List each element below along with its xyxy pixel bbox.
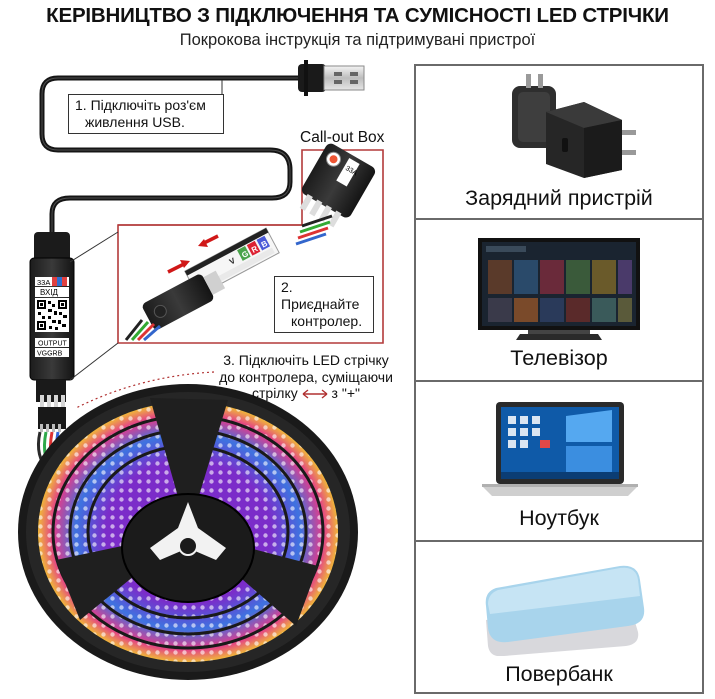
page-subtitle: Покрокова інструкція та підтримувані при… — [179, 31, 536, 49]
step-1-box: 1. Підключіть роз'єм живлення USB. — [68, 94, 224, 134]
step-3-text: 3. Підключіть LED стрічку до контролера,… — [210, 352, 402, 402]
step-3-line-3: стрілку з "+" — [210, 385, 402, 402]
page-title: КЕРІВНИЦТВО З ПІДКЛЮЧЕННЯ ТА СУМІСНОСТІ … — [46, 4, 669, 27]
laptop-icon — [482, 402, 638, 496]
device-label-tv: Телевізор — [510, 346, 608, 370]
device-tv: Телевізор — [416, 220, 702, 382]
device-label-laptop: Ноутбук — [519, 506, 599, 530]
device-charger: Зарядний пристрій — [416, 66, 702, 220]
callout-pin-v: V — [228, 256, 238, 267]
step-3-line-2: до контролера, суміщаючи — [219, 368, 393, 385]
controller-icon: 33A ВХІД OUTPUT VGGRB — [29, 232, 75, 432]
compatible-devices-panel: Зарядний пристрій Те — [414, 64, 704, 694]
charger-icon — [512, 74, 636, 178]
controller-pins-label: VGGRB — [37, 351, 63, 358]
connection-diagram: 33A ВХІД OUTPUT VGGRB — [18, 60, 384, 680]
controller-input-label: ВХІД — [40, 288, 59, 297]
device-label-charger: Зарядний пристрій — [465, 186, 653, 210]
controller-output-label: OUTPUT — [38, 341, 68, 348]
step-1-line-2: живлення USB. — [85, 114, 185, 130]
step-3-line-3-prefix: стрілку — [252, 385, 298, 401]
tv-icon — [478, 238, 640, 340]
callout-pin-g: G — [240, 249, 250, 260]
double-arrow-icon — [302, 389, 328, 399]
step-3-line-3-suffix: з "+" — [331, 385, 360, 401]
device-powerbank: Повербанк — [416, 542, 702, 692]
powerbank-icon — [485, 565, 645, 656]
step-2-line-1: 2. Приєднайте — [281, 279, 360, 312]
step-2-box: 2. Приєднайте контролер. — [274, 276, 374, 333]
callout-pin-r: R — [250, 244, 260, 255]
step-3-line-1: 3. Підключіть LED стрічку — [223, 352, 389, 368]
step-1-line-1: 1. Підключіть роз'єм — [75, 97, 206, 113]
usb-plug-icon — [298, 60, 365, 96]
device-label-powerbank: Повербанк — [505, 662, 613, 686]
device-laptop: Ноутбук — [416, 382, 702, 542]
step-2-line-2: контролер. — [291, 313, 363, 329]
callout-controller-icon: 33A G R B V — [124, 143, 376, 342]
callout-pin-b: B — [260, 239, 270, 250]
led-strip-reel-icon — [18, 384, 358, 680]
controller-top-label: 33A — [37, 278, 50, 287]
callout-box-label: Call-out Box — [300, 129, 385, 146]
